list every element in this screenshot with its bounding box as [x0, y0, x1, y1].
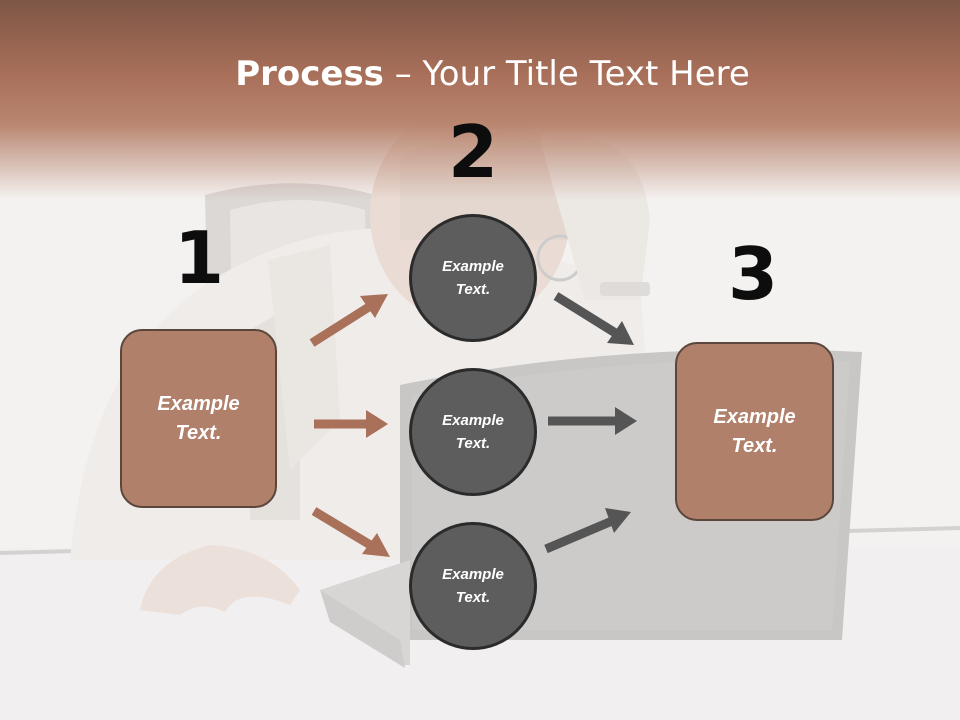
step-number-2: 2 [447, 110, 499, 194]
process-circle-1: Example Text. [409, 214, 537, 342]
target-box: Example Text. [675, 342, 834, 521]
step-number-1: 1 [173, 216, 225, 300]
header-band [0, 0, 960, 200]
step-number-3: 3 [727, 232, 779, 316]
title-rest: – Your Title Text Here [383, 54, 750, 94]
process-circle-2: Example Text. [409, 368, 537, 496]
process-circle-3: Example Text. [409, 522, 537, 650]
title-bold: Process [235, 54, 384, 94]
page-title: Process – Your Title Text Here [0, 52, 960, 96]
source-box: Example Text. [120, 329, 277, 508]
